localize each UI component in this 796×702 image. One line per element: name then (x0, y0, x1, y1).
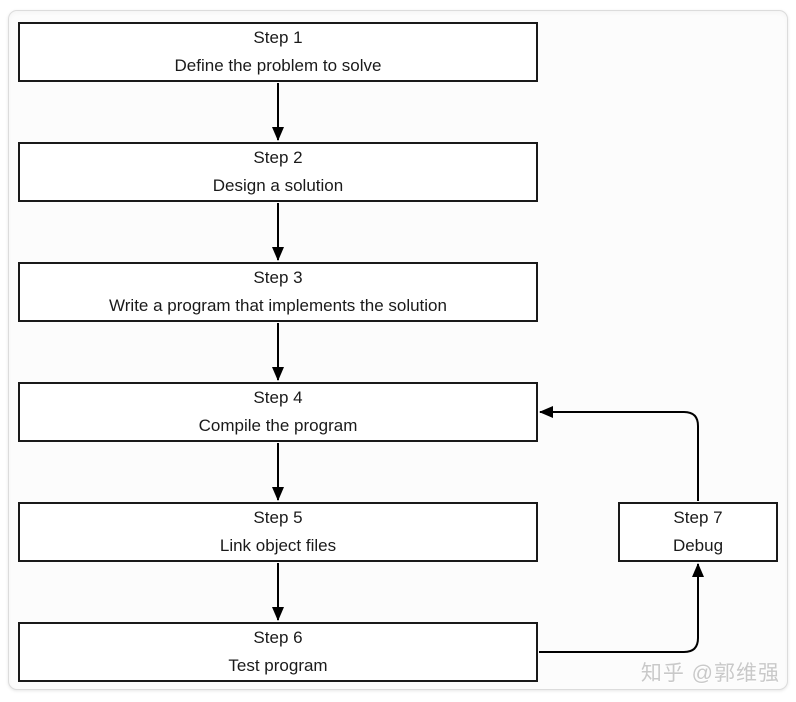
step-title: Step 3 (253, 268, 303, 287)
step-description: Define the problem to solve (174, 56, 382, 75)
step-description: Debug (672, 536, 724, 555)
step-description: Test program (228, 656, 328, 675)
step-description: Write a program that implements the solu… (109, 296, 447, 315)
flowchart-box-step-4: Step 4 Compile the program (18, 382, 538, 442)
flowchart-box-step-7: Step 7 Debug (618, 502, 778, 562)
step-title: Step 2 (253, 148, 303, 167)
step-description: Link object files (219, 536, 337, 555)
flowchart-box-step-5: Step 5 Link object files (18, 502, 538, 562)
step-description: Design a solution (212, 176, 344, 195)
flowchart-box-step-1: Step 1 Define the problem to solve (18, 22, 538, 82)
arrow-step6-to-step7 (539, 563, 704, 653)
flowchart-box-step-2: Step 2 Design a solution (18, 142, 538, 202)
step-title: Step 6 (253, 628, 303, 647)
flowchart-box-step-3: Step 3 Write a program that implements t… (18, 262, 538, 322)
flowchart-box-step-6: Step 6 Test program (18, 622, 538, 682)
step-title: Step 7 (673, 508, 723, 527)
step-title: Step 4 (253, 388, 303, 407)
watermark-text: 知乎 @郭维强 (640, 662, 780, 685)
step-description: Compile the program (198, 416, 358, 435)
arrow-step7-to-step4 (539, 406, 699, 501)
step-title: Step 1 (253, 28, 303, 47)
step-title: Step 5 (253, 508, 303, 527)
